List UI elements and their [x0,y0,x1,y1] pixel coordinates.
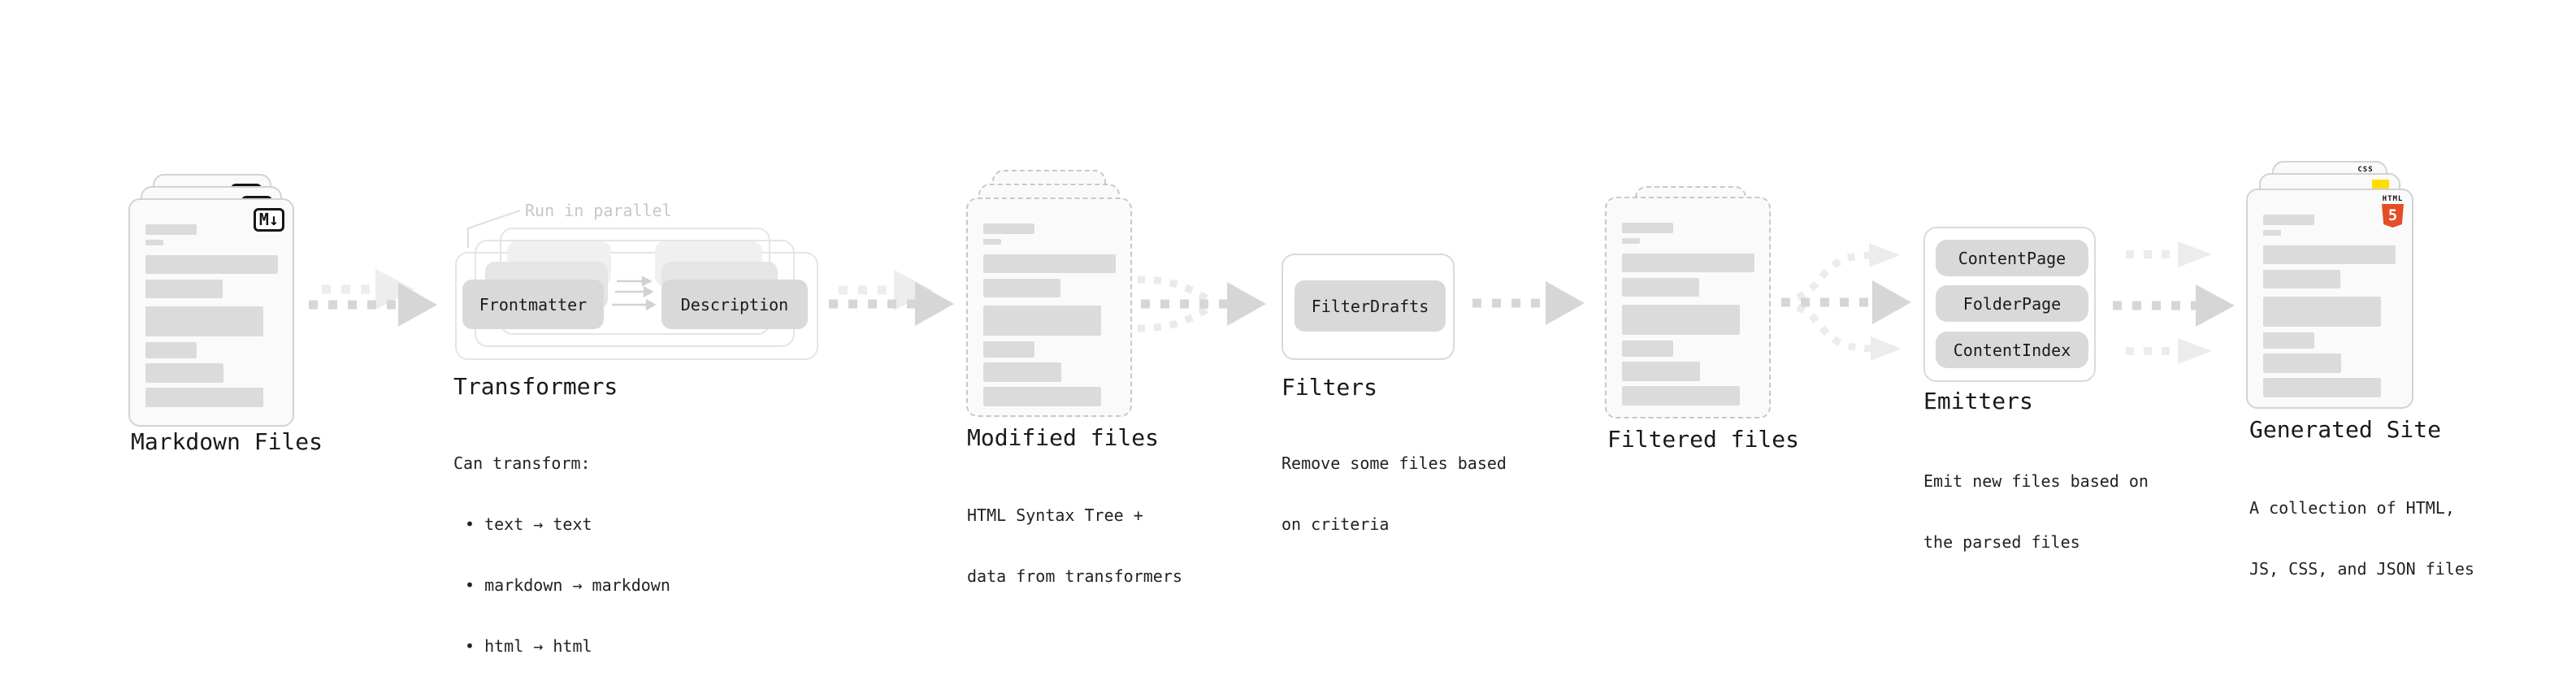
arrow-emitters-to-site-top-icon [2126,241,2212,267]
modified-file-card-front [966,197,1132,417]
filterdrafts-chip: FilterDrafts [1295,280,1446,332]
document-text-placeholder [2263,215,2396,397]
contentindex-chip: ContentIndex [1936,332,2088,368]
transformers-group: Frontmatter Description [455,200,818,362]
filters-box: FilterDrafts [1281,254,1455,360]
html5-icon: HTML 5 [2382,195,2404,228]
filtered-file-card-front [1605,197,1771,419]
arrow-markdown-to-transformers-ghost-icon [322,269,414,310]
transformers-title: Transformers [453,373,618,400]
transformers-bullet: • html → html [465,636,592,656]
frontmatter-transformer-chip: Frontmatter [462,280,604,329]
arrow-markdown-to-transformers-icon [309,283,437,327]
markdown-icon: M↓ [253,208,284,232]
subtitle-line: Emit new files based on [1923,471,2149,491]
subtitle-line: the parsed files [1923,532,2080,552]
subtitle-line: A collection of HTML, [2249,498,2455,518]
document-text-placeholder [983,223,1116,406]
subtitle-line: Remove some files based [1281,453,1507,473]
transformer-layer-front [455,252,818,360]
markdown-files-title: Markdown Files [131,428,323,455]
filters-subtitle: Remove some files based on criteria [1281,413,1507,575]
filters-title: Filters [1281,374,1378,401]
contentpage-chip: ContentPage [1936,240,2088,276]
transformers-bullet: • text → text [465,514,592,534]
subtitle-line: data from transformers [967,566,1182,586]
arrow-emitters-to-site-middle-icon [2113,284,2235,327]
javascript-icon [2372,180,2389,189]
markdown-file-card-front: M↓ [128,198,294,427]
generated-site-stack: CSS HTML 5 [2246,161,2413,409]
run-in-parallel-note: Run in parallel [525,201,672,220]
folderpage-chip: FolderPage [1936,285,2088,322]
html-file-card: HTML 5 [2246,189,2413,409]
modified-files-stack [966,170,1132,417]
filtered-files-title: Filtered files [1607,426,1800,453]
modified-files-title: Modified files [967,424,1160,451]
transformers-bullet: • markdown → markdown [465,575,670,595]
generated-site-title: Generated Site [2249,416,2442,443]
arrow-transformers-to-modified-icon [829,282,954,326]
arrow-filters-to-filtered-icon [1472,281,1585,325]
arrow-transformers-to-modified-ghost-icon [839,270,933,310]
description-transformer-chip: Description [661,280,808,329]
modified-files-subtitle: HTML Syntax Tree + data from transformer… [967,465,1182,627]
arrow-filtered-to-emitters-split-icon [1781,243,1911,361]
document-text-placeholder [1622,223,1754,406]
emitters-box: ContentPage FolderPage ContentIndex [1923,227,2096,382]
filtered-files-stack [1605,186,1771,419]
subtitle-line: JS, CSS, and JSON files [2249,559,2474,579]
generated-site-subtitle: A collection of HTML, JS, CSS, and JSON … [2249,458,2474,620]
emitters-title: Emitters [1923,388,2033,414]
markdown-files-stack: M↓ M↓ M↓ [128,174,294,427]
arrow-modified-to-filters-merge-icon [1137,275,1266,332]
document-text-placeholder [145,224,278,407]
emitters-subtitle: Emit new files based on the parsed files [1923,431,2149,593]
transformers-details-heading: Can transform: [453,453,591,473]
arrow-emitters-to-site-bottom-icon [2126,338,2212,364]
subtitle-line: on criteria [1281,514,1390,534]
subtitle-line: HTML Syntax Tree + [967,505,1143,525]
transformers-details: Can transform: • text → text • markdown … [453,413,670,681]
